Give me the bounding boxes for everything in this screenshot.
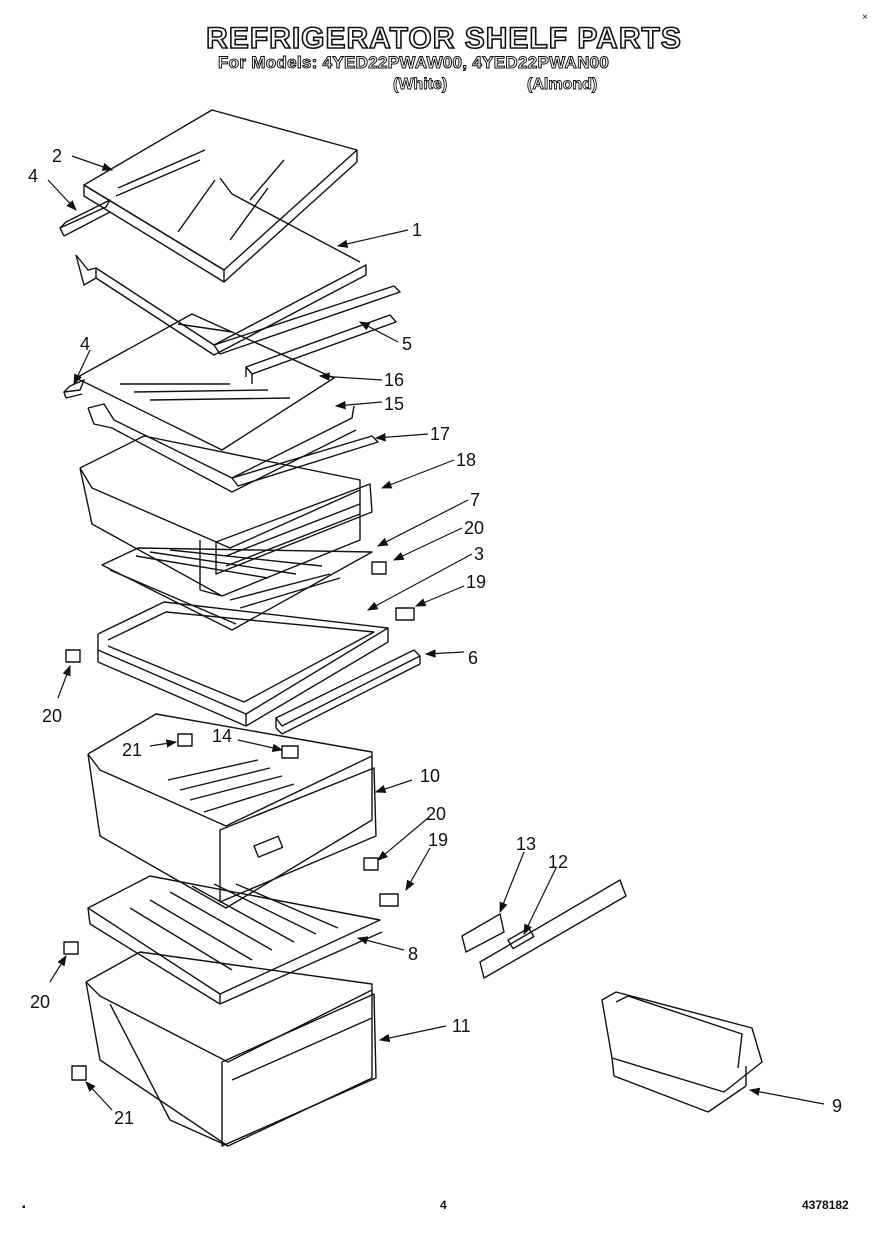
callout-5: 5 — [402, 334, 412, 354]
part-1-shelf-frame — [75, 177, 367, 356]
callout-14: 14 — [212, 726, 232, 746]
callout-11: 11 — [452, 1016, 471, 1036]
fastener-20-a — [371, 561, 387, 575]
part-2-glass-top — [83, 109, 358, 283]
part-4-trim-lower — [63, 379, 85, 399]
callout-3: 3 — [474, 544, 484, 564]
part-6-trim — [275, 649, 421, 735]
part-13-bracket — [461, 913, 505, 953]
callout-21-b: 21 — [114, 1108, 134, 1128]
callout-10: 10 — [420, 766, 440, 786]
fastener-19-a — [395, 607, 415, 621]
part-7-shelf — [101, 547, 373, 631]
callout-16: 16 — [384, 370, 404, 390]
callout-20-b: 20 — [42, 706, 62, 726]
fastener-20-b — [65, 649, 81, 663]
part-3-frame — [97, 601, 389, 727]
variant-almond: (Almond) — [527, 76, 598, 94]
part-4-trim-top — [59, 199, 111, 237]
callout-19-b: 19 — [428, 830, 448, 850]
fastener-21-a — [177, 733, 193, 747]
part-15-cover-frame — [87, 403, 357, 493]
document-number: 4378182 — [802, 1198, 849, 1212]
part-11-bottom-drawer — [85, 951, 377, 1147]
registration-mark-bottom: ▪ — [22, 1202, 26, 1213]
fastener-14 — [281, 745, 299, 759]
callout-7: 7 — [470, 490, 480, 510]
callout-13: 13 — [516, 834, 536, 854]
part-10-drawer — [87, 713, 377, 909]
callout-2: 2 — [52, 146, 62, 166]
callout-19-a: 19 — [466, 572, 486, 592]
diagram-title: REFRIGERATOR SHELF PARTS — [205, 21, 682, 56]
callout-6: 6 — [468, 648, 478, 668]
part-12-rail — [479, 879, 627, 979]
part-16-cover-glass — [75, 313, 335, 451]
callout-18: 18 — [456, 450, 476, 470]
callout-20-d: 20 — [30, 992, 50, 1012]
part-18-crisper-drawer — [79, 435, 373, 597]
part-8-shelf — [87, 875, 383, 1005]
fastener-19-b — [379, 893, 399, 907]
variant-white: (White) — [393, 76, 448, 94]
fastener-21-b — [71, 1065, 87, 1081]
callout-4-top: 4 — [28, 166, 38, 186]
page-number: 4 — [440, 1198, 447, 1212]
fastener-20-c — [363, 857, 379, 871]
fastener-20-d — [63, 941, 79, 955]
callout-15: 15 — [384, 394, 404, 414]
part-9-bin — [601, 991, 763, 1113]
callout-1: 1 — [412, 220, 422, 240]
callout-9: 9 — [832, 1096, 842, 1116]
callout-8: 8 — [408, 944, 418, 964]
callout-20-c: 20 — [426, 804, 446, 824]
callout-21-a: 21 — [122, 740, 142, 760]
callout-4-lower: 4 — [80, 334, 90, 354]
part-17-trim-strip — [231, 435, 379, 487]
callout-12: 12 — [548, 852, 568, 872]
callout-17: 17 — [430, 424, 450, 444]
callout-20-a: 20 — [464, 518, 484, 538]
models-subtitle: For Models: 4YED22PWAW00, 4YED22PWAN00 — [217, 53, 610, 73]
registration-mark-top: × — [862, 12, 868, 23]
part-5-front-trim — [213, 285, 401, 384]
